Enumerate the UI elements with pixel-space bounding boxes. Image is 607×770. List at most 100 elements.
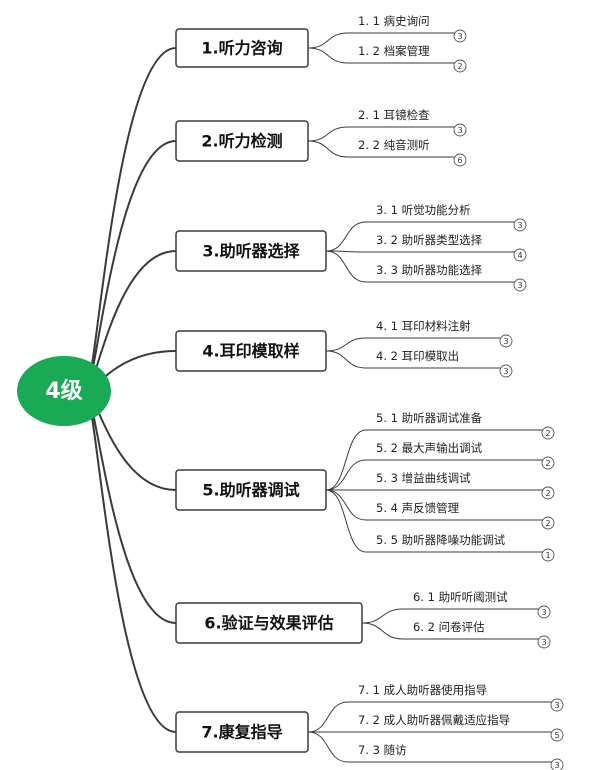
leaf-node[interactable]: 5. 4 声反馈管理 2 — [325, 489, 555, 530]
branch-node-box[interactable] — [175, 230, 327, 272]
branch-connector — [85, 47, 177, 392]
count-badge — [537, 635, 551, 649]
branch-node-label: 4.耳印模取样 — [202, 342, 299, 361]
count-badge — [513, 278, 527, 292]
branch-node-label: 7.康复指导 — [201, 723, 282, 742]
count-badge-value: 3 — [554, 761, 559, 770]
leaf-connector — [325, 337, 367, 352]
count-badge-value: 3 — [503, 367, 508, 376]
leaf-label: 3. 1 听觉功能分析 — [376, 203, 471, 217]
count-badge — [541, 516, 555, 530]
leaf-connector — [307, 47, 349, 64]
root-node-circle[interactable] — [17, 356, 111, 426]
count-badge-value: 2 — [457, 62, 462, 71]
count-badge — [453, 59, 467, 73]
branch-node[interactable]: 1.听力咨询 — [175, 28, 309, 68]
count-badge — [550, 758, 564, 770]
count-badge-value: 5 — [554, 731, 559, 740]
leaf-node[interactable]: 3. 1 听觉功能分析 3 — [325, 203, 527, 252]
leaf-label: 5. 2 最大声输出调试 — [376, 441, 483, 455]
leaf-connector — [307, 140, 349, 158]
branch-node[interactable]: 3.助听器选择 — [175, 230, 327, 272]
leaf-label: 1. 2 档案管理 — [358, 44, 430, 58]
leaf-node[interactable]: 3. 2 助听器类型选择 4 — [325, 233, 527, 262]
branch-node-label: 5.助听器调试 — [202, 481, 299, 500]
leaf-label: 5. 4 声反馈管理 — [376, 501, 460, 515]
branch-node-box[interactable] — [175, 330, 327, 372]
leaf-node[interactable]: 2. 1 耳镜检查 3 — [307, 108, 467, 142]
leaf-label: 5. 5 助听器降噪功能调试 — [376, 533, 506, 547]
branch-node-box[interactable] — [175, 711, 309, 753]
branch-node-label: 1.听力咨询 — [201, 39, 282, 58]
leaf-node[interactable]: 5. 5 助听器降噪功能调试 1 — [325, 489, 555, 562]
leaf-label: 3. 3 助听器功能选择 — [376, 263, 483, 277]
count-badge — [541, 426, 555, 440]
branch-node[interactable]: 2.听力检测 — [175, 120, 309, 162]
count-badge-value: 1 — [545, 551, 550, 560]
leaf-connector — [307, 126, 349, 142]
leaf-node[interactable]: 6. 1 助听听阈测试 3 — [361, 590, 551, 624]
leaf-node[interactable]: 4. 2 耳印模取出 3 — [325, 349, 513, 378]
count-badge-value: 2 — [545, 489, 550, 498]
count-badge-value: 2 — [545, 519, 550, 528]
leaf-label: 6. 2 问卷评估 — [413, 620, 485, 634]
branch-connector — [85, 140, 177, 392]
leaf-label: 6. 1 助听听阈测试 — [413, 590, 508, 604]
leaf-connector — [325, 221, 367, 252]
leaf-connector — [307, 32, 349, 49]
count-badge-value: 6 — [457, 156, 462, 165]
count-badge — [499, 364, 513, 378]
leaf-label: 2. 1 耳镜检查 — [358, 108, 430, 122]
branch-nodes: 1.听力咨询 2.听力检测 3.助听器选择 4.耳印模取样 5.助听器调试 6.验证与效果… — [175, 28, 363, 753]
leaf-connector — [307, 731, 349, 763]
count-badge — [550, 728, 564, 742]
branch-node-label: 3.助听器选择 — [202, 242, 300, 261]
count-badge — [541, 548, 555, 562]
branch-node[interactable]: 6.验证与效果评估 — [175, 602, 363, 644]
leaf-connector — [325, 429, 367, 491]
root-node-label: 4级 — [45, 378, 82, 404]
count-badge — [453, 123, 467, 137]
leaf-connector — [325, 250, 367, 253]
branch-node-box[interactable] — [175, 602, 363, 644]
leaf-node[interactable]: 3. 3 助听器功能选择 3 — [325, 250, 527, 292]
count-badge-value: 3 — [517, 281, 522, 290]
count-badge-value: 4 — [517, 251, 522, 260]
leaf-connector — [325, 489, 367, 521]
leaf-connector — [325, 250, 367, 283]
leaf-label: 4. 2 耳印模取出 — [376, 349, 459, 363]
count-badge — [541, 456, 555, 470]
leaf-connector — [325, 459, 367, 491]
count-badge-value: 3 — [457, 126, 462, 135]
branch-node[interactable]: 4.耳印模取样 — [175, 330, 327, 372]
leaf-node[interactable]: 5. 3 增益曲线调试 2 — [326, 471, 555, 500]
branch-node[interactable]: 5.助听器调试 — [175, 469, 327, 511]
count-badge — [499, 334, 513, 348]
branch-node-box[interactable] — [175, 120, 309, 162]
branch-node-box[interactable] — [175, 28, 309, 68]
count-badge — [550, 698, 564, 712]
branch-node-box[interactable] — [175, 469, 327, 511]
leaf-node[interactable]: 1. 2 档案管理 2 — [307, 44, 467, 73]
branch-node[interactable]: 7.康复指导 — [175, 711, 309, 753]
root-node[interactable]: 4级 — [17, 356, 111, 426]
leaf-label: 5. 3 增益曲线调试 — [376, 471, 471, 485]
leaf-node[interactable]: 7. 3 随访3 — [307, 731, 564, 770]
count-badge — [541, 486, 555, 500]
leaf-label: 1. 1 病史询问 — [358, 14, 430, 28]
count-badge-value: 3 — [541, 608, 546, 617]
count-badge-value: 3 — [517, 221, 522, 230]
branch-node-label: 6.验证与效果评估 — [204, 614, 333, 633]
leaf-connector — [361, 608, 404, 624]
leaf-connector — [325, 489, 367, 553]
leaf-label: 3. 2 助听器类型选择 — [376, 233, 483, 247]
